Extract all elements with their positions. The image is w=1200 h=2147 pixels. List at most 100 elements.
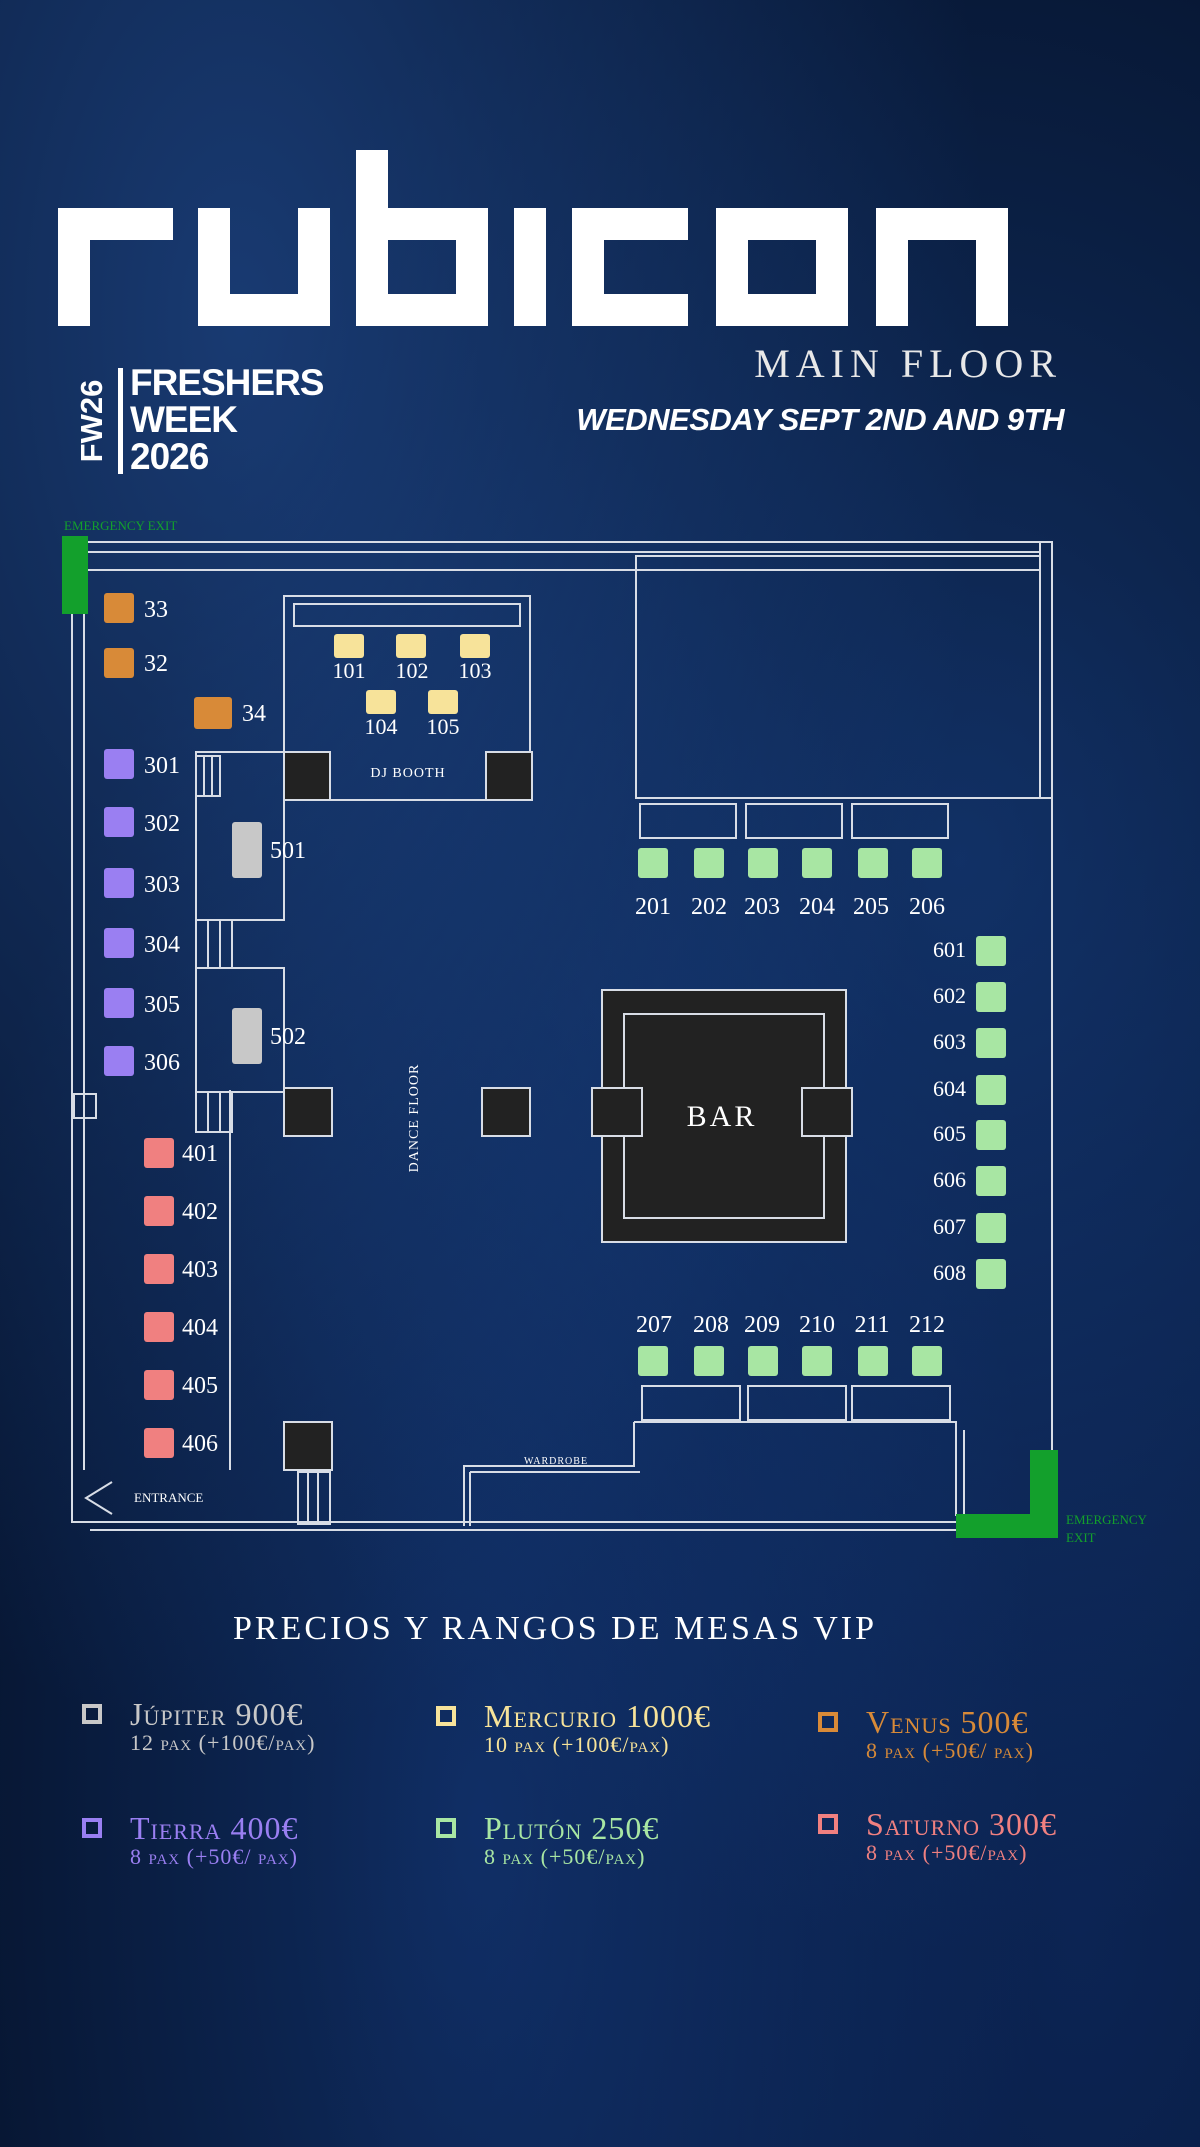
legend-swatch-tierra [82, 1818, 102, 1838]
table-604[interactable] [976, 1075, 1006, 1105]
floor-plan: BAR EMERGENCY EXIT EMERGENCY EXIT DJ BOO… [62, 518, 1148, 1545]
badge-line-2: WEEK [130, 399, 238, 440]
pillar-left [283, 1087, 333, 1137]
table-103-label: 103 [459, 658, 492, 683]
legend-swatch-saturno [818, 1814, 838, 1834]
table-103[interactable] [460, 634, 490, 658]
table-306-label: 306 [144, 1050, 180, 1076]
table-403[interactable] [144, 1254, 174, 1284]
table-404[interactable] [144, 1312, 174, 1342]
table-104[interactable] [366, 690, 396, 714]
legend-swatch-mercurio [436, 1706, 456, 1726]
legend-swatch-pluton [436, 1818, 456, 1838]
table-209-label: 209 [744, 1312, 780, 1338]
table-208[interactable] [694, 1346, 724, 1376]
table-607[interactable] [976, 1213, 1006, 1243]
table-604-label: 604 [933, 1076, 966, 1101]
emergency-exit-bottom-h [956, 1514, 1058, 1538]
table-204[interactable] [802, 848, 832, 878]
table-301[interactable] [104, 749, 134, 779]
speaker-left [283, 751, 331, 801]
table-105[interactable] [428, 690, 458, 714]
table-209[interactable] [748, 1346, 778, 1376]
table-501-label: 501 [270, 838, 306, 864]
table-605[interactable] [976, 1120, 1006, 1150]
legend-detail: 8 pax (+50€/ pax) [130, 1844, 298, 1869]
table-501[interactable] [232, 822, 262, 878]
table-102[interactable] [396, 634, 426, 658]
tierra-tables: 301 302 303 304 305 306 [104, 749, 180, 1076]
table-210[interactable] [802, 1346, 832, 1376]
table-203[interactable] [748, 848, 778, 878]
table-606-label: 606 [933, 1167, 966, 1192]
upper-right-room [635, 555, 1041, 799]
table-603-label: 603 [933, 1029, 966, 1054]
wardrobe-wall-right [634, 1421, 957, 1516]
table-601-label: 601 [933, 937, 966, 962]
table-303[interactable] [104, 868, 134, 898]
table-205[interactable] [858, 848, 888, 878]
badge-divider [118, 368, 123, 474]
table-32[interactable] [104, 648, 134, 678]
table-602[interactable] [976, 982, 1006, 1012]
table-101[interactable] [334, 634, 364, 658]
booth-207-208 [641, 1385, 741, 1421]
booth-209-210 [747, 1385, 847, 1421]
emergency-exit-top [62, 536, 88, 614]
table-102-label: 102 [396, 658, 429, 683]
table-402[interactable] [144, 1196, 174, 1226]
legend-detail: 10 pax (+100€/pax) [484, 1732, 670, 1757]
legend-name: Plutón 250€ [484, 1810, 660, 1846]
table-603[interactable] [976, 1028, 1006, 1058]
table-405[interactable] [144, 1370, 174, 1400]
legend-swatch-jupiter [82, 1704, 102, 1724]
table-401[interactable] [144, 1138, 174, 1168]
table-304-label: 304 [144, 932, 180, 958]
speaker-right [485, 751, 533, 801]
table-304[interactable] [104, 928, 134, 958]
entrance-door [84, 1481, 113, 1515]
booth-201-202 [639, 803, 737, 839]
table-207[interactable] [638, 1346, 668, 1376]
table-32-label: 32 [144, 651, 168, 677]
table-212[interactable] [912, 1346, 942, 1376]
table-406[interactable] [144, 1428, 174, 1458]
jupiter-booth-501 [195, 751, 285, 921]
table-206[interactable] [912, 848, 942, 878]
table-305[interactable] [104, 988, 134, 1018]
right-wall-top [1039, 541, 1053, 799]
bar: BAR [591, 989, 853, 1243]
table-201[interactable] [638, 848, 668, 878]
table-601[interactable] [976, 936, 1006, 966]
table-206-label: 206 [909, 894, 945, 920]
table-302-label: 302 [144, 811, 180, 837]
table-606[interactable] [976, 1166, 1006, 1196]
table-602-label: 602 [933, 983, 966, 1008]
table-33-label: 33 [144, 597, 168, 623]
table-406-label: 406 [182, 1431, 218, 1457]
dj-booth-area [283, 595, 531, 801]
table-608[interactable] [976, 1259, 1006, 1289]
table-608-label: 608 [933, 1260, 966, 1285]
table-34[interactable] [194, 697, 232, 729]
table-502[interactable] [232, 1008, 262, 1064]
table-202[interactable] [694, 848, 724, 878]
table-404-label: 404 [182, 1315, 218, 1341]
table-203-label: 203 [744, 894, 780, 920]
table-306[interactable] [104, 1046, 134, 1076]
dj-booth-console [293, 603, 521, 627]
legend-swatch-venus [818, 1712, 838, 1732]
legend-detail: 8 pax (+50€/pax) [484, 1844, 646, 1869]
pluton-right-tables: 601 602 603 604 605 606 607 608 [933, 936, 1006, 1289]
table-211[interactable] [858, 1346, 888, 1376]
booth-211-212 [851, 1385, 951, 1421]
booth-205-206 [851, 803, 949, 839]
table-33[interactable] [104, 593, 134, 623]
table-104-label: 104 [365, 714, 398, 739]
venus-tables: 33 32 34 [104, 593, 266, 729]
legend-detail: 8 pax (+50€/ pax) [866, 1738, 1034, 1763]
legend-name: Júpiter 900€ [130, 1696, 304, 1732]
table-302[interactable] [104, 807, 134, 837]
jupiter-tables: 501 502 [232, 822, 306, 1064]
legend-name: Venus 500€ [866, 1704, 1029, 1740]
